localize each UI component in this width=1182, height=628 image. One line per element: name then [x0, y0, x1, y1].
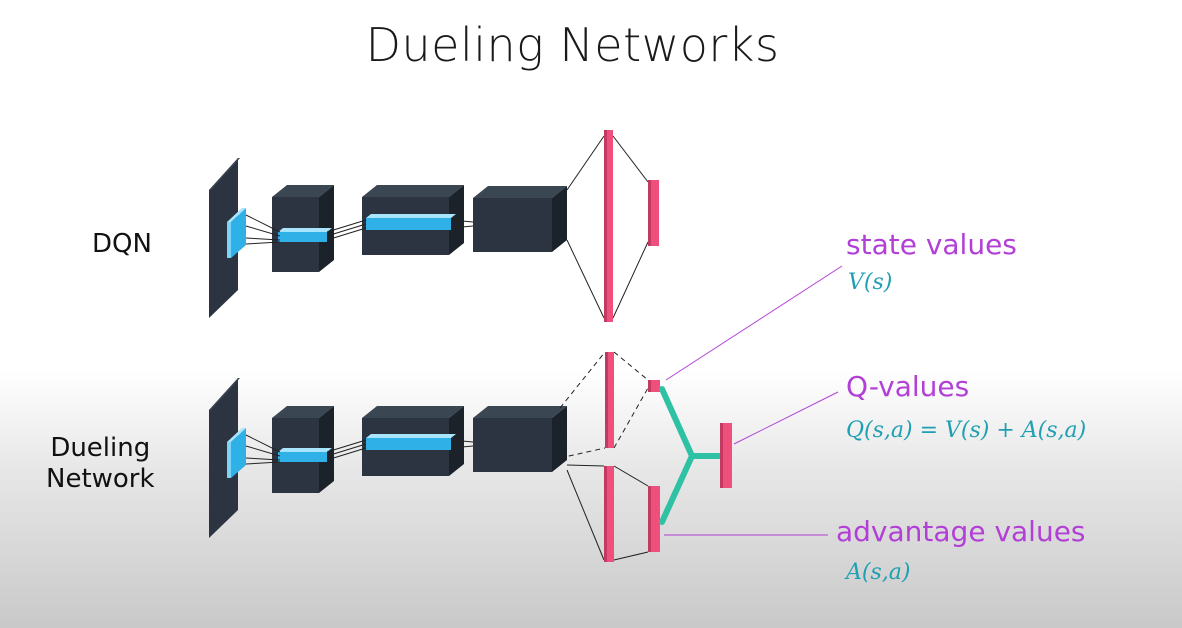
dueling-network-label: Dueling Network: [46, 433, 155, 495]
advantage-output: [648, 486, 660, 552]
q-value-output: [720, 423, 732, 488]
dueling-input-layer: [209, 378, 246, 538]
dueling-conv1: [272, 406, 334, 493]
dqn-conv1: [272, 185, 334, 272]
q-values-label: Q-values: [846, 370, 970, 403]
dueling-network: [209, 351, 732, 562]
dqn-conv3: [473, 186, 567, 252]
aggregation-layer: [659, 386, 723, 525]
dueling-conv2: [362, 406, 464, 476]
diagram-title: Dueling Networks: [365, 18, 780, 72]
state-values-formula: V(s): [848, 270, 893, 295]
advantage-values-formula: A(s,a): [846, 560, 911, 585]
dqn-network: [209, 130, 659, 322]
dqn-fc-layer: [604, 130, 613, 322]
advantage-values-label: advantage values: [836, 515, 1086, 548]
dueling-label-line2: Network: [46, 464, 155, 494]
q-values-formula: Q(s,a) = V(s) + A(s,a): [846, 418, 1087, 443]
dueling-conv3: [473, 406, 567, 472]
dqn-connections: [245, 135, 649, 319]
value-stream-fc: [605, 352, 614, 448]
dueling-label-line1: Dueling: [50, 433, 151, 463]
dueling-connections: [245, 351, 649, 561]
state-value-output: [648, 380, 660, 392]
dqn-input-layer: [209, 158, 246, 318]
state-values-label: state values: [846, 228, 1017, 261]
dqn-label: DQN: [92, 229, 152, 259]
advantage-stream-fc: [604, 466, 614, 562]
annotation-pointers: [664, 265, 843, 536]
dqn-output-layer: [648, 180, 659, 246]
dqn-conv2: [362, 185, 464, 255]
